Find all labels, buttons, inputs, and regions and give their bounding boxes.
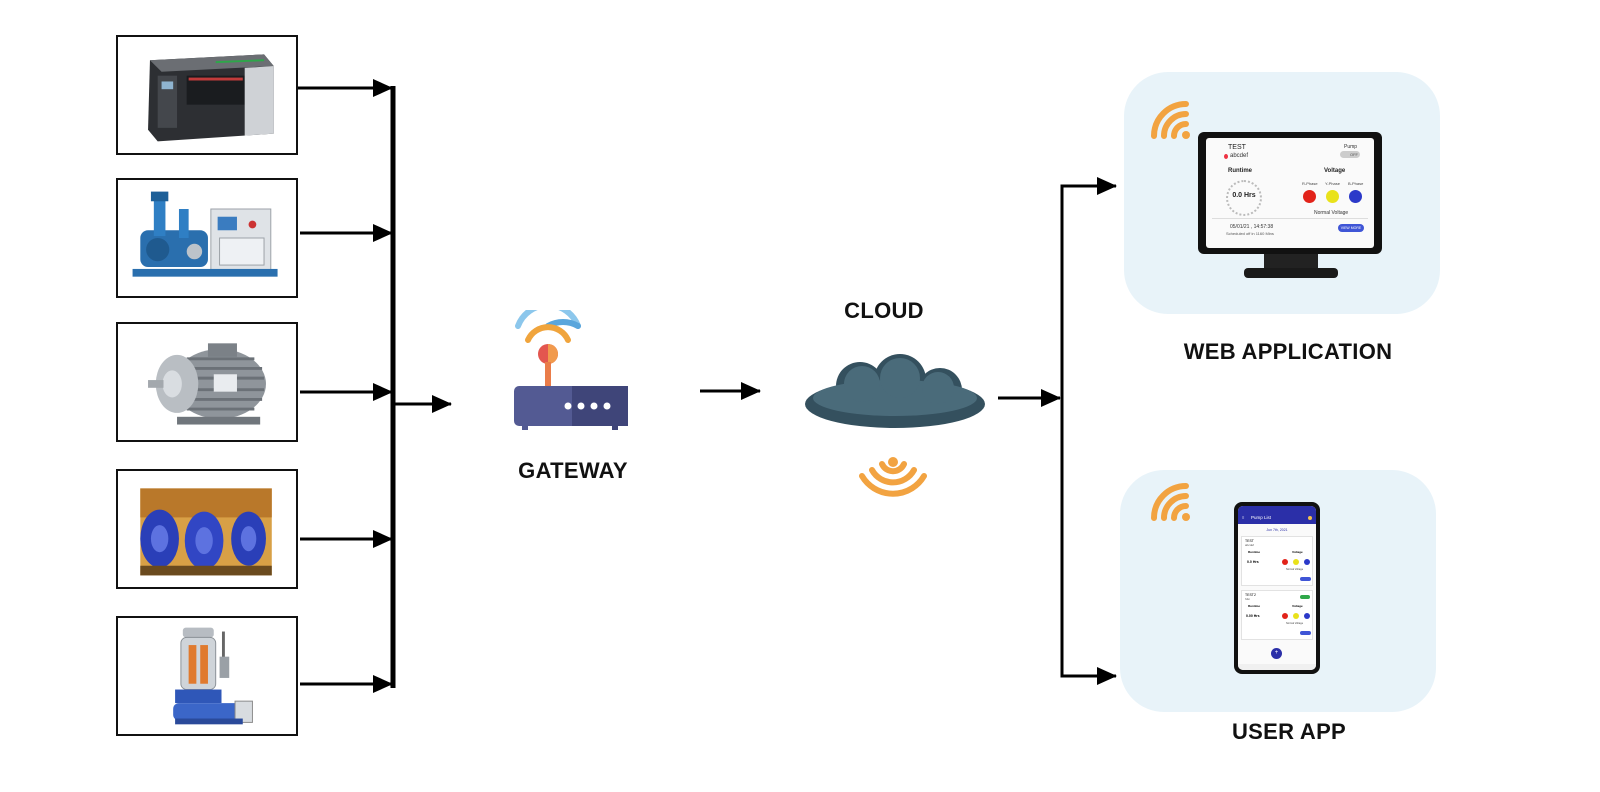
- notification-bell-icon[interactable]: [1308, 516, 1312, 520]
- laser-cutter-machine-icon: [119, 37, 295, 153]
- card-2-r-indicator: [1282, 613, 1288, 619]
- card-2-location: fdsi: [1245, 597, 1250, 601]
- mobile-pump-card-1[interactable]: TEST abcdef Runtime 0.0 Hrs Voltage Norm…: [1241, 536, 1313, 586]
- card-2-voltage-label: Voltage: [1292, 604, 1303, 608]
- mobile-menu-icon[interactable]: ≡: [1242, 515, 1245, 520]
- web-phase-r: R-Phase: [1302, 181, 1318, 186]
- web-runtime-value: 0.0 Hrs: [1232, 192, 1256, 199]
- b-phase-indicator: [1349, 190, 1362, 203]
- card-1-name: TEST: [1245, 539, 1254, 543]
- gateway-router-icon: [514, 310, 628, 430]
- card-1-r-indicator: [1282, 559, 1288, 565]
- mobile-header: [1238, 506, 1316, 524]
- runtime-gauge: [1226, 180, 1262, 216]
- web-app-screen: TEST abcdef Pump OFF Runtime 0.0 Hrs Vol…: [1206, 138, 1374, 248]
- location-pin-icon: [1224, 154, 1228, 159]
- card-1-location: abcdef: [1245, 543, 1255, 547]
- card-2-view-more-button[interactable]: [1300, 631, 1311, 635]
- machine-box-2: [116, 178, 298, 298]
- web-location: abcdef: [1230, 153, 1249, 159]
- web-view-more-button[interactable]: VIEW MORE: [1338, 224, 1364, 232]
- machine-box-3: [116, 322, 298, 442]
- mobile-add-button[interactable]: [1271, 648, 1282, 659]
- web-voltage-label: Voltage: [1324, 168, 1346, 174]
- cloud-label: CLOUD: [844, 298, 924, 323]
- electric-motor-icon: [119, 324, 295, 440]
- card-2-runtime-value: 0.00 Hrs: [1246, 614, 1260, 618]
- machine-box-5: [116, 616, 298, 736]
- monitor-neck: [1264, 254, 1318, 270]
- r-phase-indicator: [1303, 190, 1316, 203]
- card-1-b-indicator: [1304, 559, 1310, 565]
- card-2-runtime-label: Runtime: [1248, 604, 1260, 608]
- split-line: [1060, 184, 1115, 678]
- y-phase-indicator: [1326, 190, 1339, 203]
- mobile-pump-card-2[interactable]: TEST2 fdsi Runtime 0.00 Hrs Voltage Norm…: [1241, 590, 1313, 640]
- card-2-name: TEST2: [1245, 593, 1256, 597]
- web-device-name: TEST: [1228, 144, 1246, 151]
- mobile-app-screen: ≡ Pump List Jun 7th, 2021 TEST abcdef Ru…: [1238, 506, 1316, 670]
- web-pump-label: Pump: [1344, 144, 1358, 150]
- web-schedule-text: Scheduled off in 1160 Mins: [1226, 231, 1274, 236]
- user-app-label: USER APP: [1231, 719, 1347, 744]
- app-wifi-icon: [1151, 483, 1190, 521]
- web-phase-y: Y-Phase: [1325, 181, 1340, 186]
- card-2-toggle[interactable]: [1300, 595, 1310, 599]
- mobile-header-title: Pump List: [1251, 515, 1272, 520]
- web-phase-b: B-Phase: [1348, 181, 1364, 186]
- card-2-b-indicator: [1304, 613, 1310, 619]
- machine-box-1: [116, 35, 298, 155]
- card-1-runtime-label: Runtime: [1248, 550, 1260, 554]
- card-1-view-more-button[interactable]: [1300, 577, 1311, 581]
- cloud-icon: [805, 354, 985, 428]
- cloud-signal-icon: [859, 457, 927, 497]
- mobile-nav-bar: [1238, 664, 1316, 670]
- industrial-pumps-icon: [119, 471, 295, 587]
- card-1-voltage-label: Voltage: [1292, 550, 1303, 554]
- mobile-date: Jun 7th, 2021: [1266, 528, 1288, 532]
- web-divider: [1212, 218, 1368, 219]
- machine-box-4: [116, 469, 298, 589]
- card-2-status: Normal Voltage: [1286, 622, 1304, 625]
- monitor-base: [1244, 268, 1338, 278]
- card-1-status: Normal Voltage: [1286, 568, 1304, 571]
- web-wifi-icon: [1151, 101, 1190, 139]
- web-voltage-status: Normal Voltage: [1314, 210, 1349, 216]
- web-runtime-label: Runtime: [1228, 168, 1252, 174]
- card-2-y-indicator: [1293, 613, 1299, 619]
- gateway-label: GATEWAY: [518, 458, 628, 483]
- submersible-pump-icon: [119, 618, 295, 734]
- card-1-runtime-value: 0.0 Hrs: [1247, 560, 1259, 564]
- card-1-y-indicator: [1293, 559, 1299, 565]
- web-pump-toggle[interactable]: OFF: [1340, 151, 1360, 158]
- web-timestamp: 05/01/21 , 14:57:38: [1230, 224, 1274, 230]
- compressor-unit-icon: [119, 180, 295, 296]
- plus-icon: +: [1274, 650, 1279, 656]
- web-application-label: WEB APPLICATION: [1183, 339, 1393, 364]
